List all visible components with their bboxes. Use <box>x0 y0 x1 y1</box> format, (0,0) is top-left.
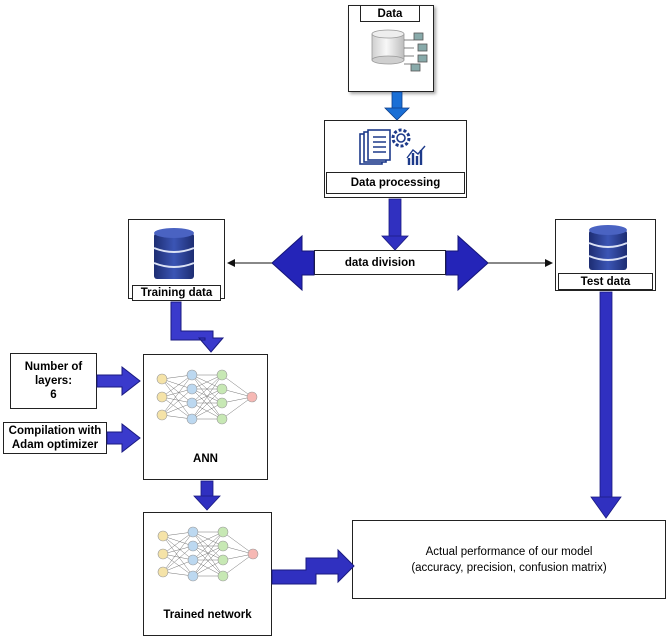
compilation-node-box <box>3 422 107 454</box>
num-layers-label: Number of layers: 6 <box>24 361 83 401</box>
arrow-layers-to-ann <box>96 365 141 397</box>
arrow-division-left <box>271 234 315 292</box>
arrow-training-to-ann <box>170 301 225 353</box>
performance-line-1: Actual performance of our model <box>425 545 593 558</box>
performance-label: Actual performance of our model (accurac… <box>352 520 666 599</box>
trained-network-label: Trained network <box>163 609 252 621</box>
data-processing-label: Data processing <box>326 172 465 194</box>
test-data-label: Test data <box>558 273 653 290</box>
arrow-ann-to-trained <box>193 480 221 511</box>
arrow-trained-to-performance <box>271 548 355 585</box>
arrow-test-to-performance <box>590 291 622 519</box>
training-data-label: Training data <box>132 285 221 301</box>
arrow-division-right <box>445 234 489 292</box>
num-layers-node-box <box>10 353 97 409</box>
compilation-label: Compilation with Adam optimizer <box>8 425 102 451</box>
data-division-label: data division <box>314 250 446 275</box>
arrow-data-to-processing <box>384 91 410 121</box>
data-label: Data <box>360 5 420 22</box>
arrow-processing-to-division <box>381 198 409 251</box>
ann-label: ANN <box>193 453 218 465</box>
performance-line-2: (accuracy, precision, confusion matrix) <box>411 561 607 574</box>
arrow-compilation-to-ann <box>106 422 141 454</box>
